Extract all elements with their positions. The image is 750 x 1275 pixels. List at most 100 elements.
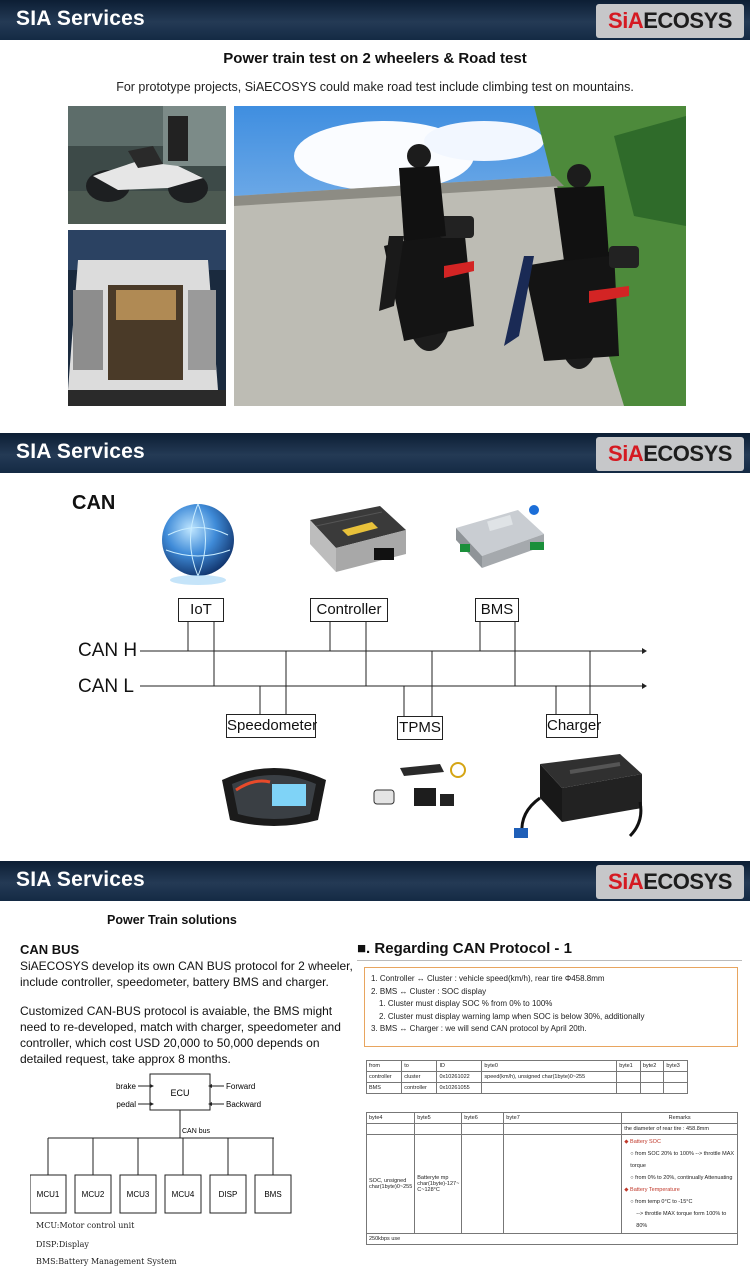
ecu-label: ECU bbox=[170, 1088, 189, 1098]
table-header: byte0 bbox=[481, 1060, 618, 1072]
banner-title: SIA Services bbox=[16, 7, 145, 30]
table-cell bbox=[616, 1071, 641, 1083]
road-test-subtitle: For prototype projects, SiAECOSYS could … bbox=[116, 80, 634, 94]
table-header: Remarks bbox=[621, 1112, 738, 1124]
test-van-photo bbox=[68, 230, 226, 406]
remark-line: ○ from 0% to 20%, continually Attenuatin… bbox=[630, 1175, 733, 1181]
protocol-line: 1. Controller ↔ Cluster : vehicle speed(… bbox=[371, 974, 605, 983]
module-box bbox=[209, 1174, 247, 1214]
charger-image bbox=[510, 752, 646, 840]
workshop-motorcycle-photo bbox=[68, 106, 226, 224]
module-label: MCU2 bbox=[82, 1190, 105, 1199]
remark-line: ○ from temp 0°C to -15°C bbox=[630, 1199, 693, 1205]
module-box bbox=[30, 1174, 67, 1214]
banner-title: SIA Services bbox=[16, 868, 145, 891]
input-pedal: pedal bbox=[116, 1100, 136, 1109]
remark-cell: ◆ Battery SOC ○ from SOC 20% to 100% -->… bbox=[621, 1134, 738, 1234]
table-cell bbox=[663, 1082, 688, 1094]
table-header: byte5 bbox=[414, 1112, 463, 1124]
module-label: MCU3 bbox=[127, 1190, 150, 1199]
can-h-label: CAN H bbox=[78, 640, 138, 661]
power-train-title: Power Train solutions bbox=[107, 913, 237, 927]
bms-board-image bbox=[448, 504, 548, 578]
module-label: BMS bbox=[264, 1190, 281, 1199]
node-charger: Charger bbox=[546, 714, 601, 738]
canbus-paragraph-2: Customized CAN-BUS protocol is avaiable,… bbox=[20, 1004, 341, 1066]
table-header: byte3 bbox=[663, 1060, 688, 1072]
remark-line: ◆ Battery SOC bbox=[624, 1139, 661, 1145]
protocol-title: ■. Regarding CAN Protocol - 1 bbox=[357, 940, 572, 957]
note-mcu: MCU:Motor control unit bbox=[36, 1221, 135, 1230]
canbus-heading: CAN BUS bbox=[20, 942, 80, 957]
iot-globe-image bbox=[158, 500, 238, 588]
table-cell bbox=[365, 1123, 416, 1135]
input-forward: Forward bbox=[226, 1082, 255, 1091]
protocol-table-2: byte4 byte5 byte6 byte7 Remarks the diam… bbox=[365, 1112, 738, 1245]
table-cell bbox=[461, 1134, 505, 1234]
table-cell: cluster bbox=[401, 1071, 438, 1083]
module-box bbox=[119, 1174, 157, 1214]
table-cell: speed(km/h), unsigned char(1byte)0~255 bbox=[481, 1071, 618, 1083]
table-cell: controller bbox=[365, 1071, 403, 1083]
table-cell bbox=[503, 1134, 623, 1234]
module-box bbox=[164, 1174, 202, 1214]
protocol-line: 2. BMS ↔ Cluster : SOC display bbox=[371, 986, 487, 996]
table-header: byte1 bbox=[616, 1060, 641, 1072]
note-bms: BMS:Battery Management System bbox=[36, 1257, 177, 1266]
node-iot: IoT bbox=[178, 598, 224, 622]
node-bms: BMS bbox=[475, 598, 519, 622]
table-header: byte6 bbox=[461, 1112, 505, 1124]
table-header: from bbox=[365, 1060, 403, 1072]
table-cell bbox=[663, 1071, 688, 1083]
protocol-line: 1. Cluster must display SOC % from 0% to… bbox=[379, 999, 553, 1008]
node-tpms: TPMS bbox=[397, 716, 443, 740]
table-header: byte7 bbox=[503, 1112, 623, 1124]
module-label: MCU4 bbox=[172, 1190, 195, 1199]
protocol-line: 2. Cluster must display warning lamp whe… bbox=[379, 1011, 645, 1021]
table-cell: BMS bbox=[365, 1082, 403, 1094]
table-cell bbox=[639, 1082, 665, 1094]
can-bus-label: CAN bus bbox=[182, 1128, 211, 1135]
note-disp: DISP:Display bbox=[36, 1240, 89, 1249]
table-cell bbox=[461, 1123, 505, 1135]
remark-line: ○ from SOC 20% to 100% --> throttle MAX … bbox=[630, 1151, 735, 1169]
remark-line: --> throttle MAX torque form 100% to 80% bbox=[636, 1211, 727, 1229]
table-cell bbox=[639, 1071, 665, 1083]
tpms-image bbox=[370, 760, 470, 822]
protocol-table-1: from to ID byte0 byte1 byte2 byte3 contr… bbox=[365, 1060, 688, 1094]
table-cell: controller bbox=[401, 1082, 438, 1094]
module-label: MCU1 bbox=[37, 1190, 60, 1199]
road-test-title: Power train test on 2 wheelers & Road te… bbox=[223, 50, 527, 67]
node-controller: Controller bbox=[310, 598, 388, 622]
can-bus-wiring bbox=[140, 622, 647, 716]
table-cell bbox=[503, 1123, 623, 1135]
table-cell: SOC, unsigned char(1byte)0~255 bbox=[365, 1134, 416, 1234]
speedometer-image bbox=[214, 760, 334, 830]
table-cell bbox=[414, 1123, 463, 1135]
table-header: to bbox=[401, 1060, 438, 1072]
remark-cell: the diameter of rear tire : 458.8mm bbox=[621, 1123, 738, 1135]
table-cell: Batteryte mp char(1byte)-127~ C~128°C bbox=[414, 1134, 463, 1234]
table-cell: 0x10261055 bbox=[436, 1082, 483, 1094]
protocol-line: 3. BMS ↔ Charger : we will send CAN prot… bbox=[371, 1024, 587, 1033]
module-box bbox=[254, 1174, 292, 1214]
input-backward: Backward bbox=[226, 1100, 261, 1109]
table-header: byte2 bbox=[639, 1060, 665, 1072]
remark-line: ◆ Battery Temperature bbox=[624, 1187, 680, 1193]
controller-image bbox=[302, 500, 410, 582]
ecu-diagram: ECU brake pedal Forward Backward CAN bus… bbox=[30, 1073, 292, 1214]
can-l-label: CAN L bbox=[78, 676, 134, 697]
module-label: DISP bbox=[219, 1190, 238, 1199]
road-test-photo bbox=[234, 106, 686, 406]
protocol-title-rule bbox=[357, 960, 742, 961]
table-header: ID bbox=[436, 1060, 483, 1072]
table-header: byte4 bbox=[365, 1112, 416, 1124]
banner-title: SIA Services bbox=[16, 440, 145, 463]
table-cell bbox=[481, 1082, 618, 1094]
canbus-paragraph-1: SiAECOSYS develop its own CAN BUS protoc… bbox=[20, 959, 353, 989]
